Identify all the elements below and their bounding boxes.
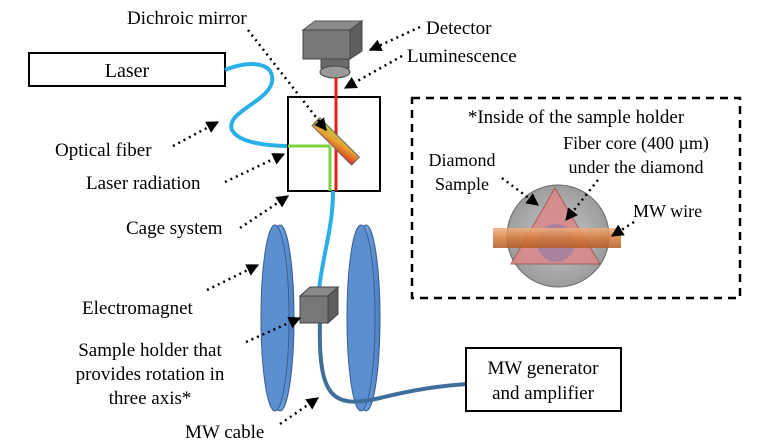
mw-generator-label-2: and amplifier — [492, 383, 594, 404]
luminescence-label: Luminescence — [407, 46, 517, 67]
electromagnet-label: Electromagnet — [82, 298, 194, 319]
laser-box — [28, 52, 226, 87]
mw-generator-box — [465, 347, 622, 412]
cage-system-label: Cage system — [126, 218, 223, 239]
sample-holder-label-3: three axis* — [109, 388, 192, 409]
laser-label: Laser — [105, 60, 150, 82]
optical-fiber — [224, 62, 289, 148]
laser-radiation-arrow — [224, 152, 286, 184]
cage-system-arrow — [239, 194, 290, 230]
detector — [301, 20, 364, 79]
electromagnet-left — [260, 224, 295, 412]
mw-cable — [317, 317, 469, 404]
fiber-core-label-2: under the diamond — [569, 157, 704, 177]
sample-holder-arrow — [245, 316, 302, 344]
diamond-sample-arrow — [501, 177, 539, 206]
optical-fiber-arrow — [172, 120, 220, 148]
sample-holder-label-1: Sample holder that — [78, 340, 222, 361]
mw-cable-label: MW cable — [185, 422, 264, 443]
detector-label: Detector — [426, 18, 492, 39]
fiber-core-label-1: Fiber core (400 µm) — [563, 133, 709, 154]
mw-wire-label: MW wire — [633, 201, 702, 221]
electromagnet-arrow — [206, 263, 260, 292]
diamond-sample-label-1: Diamond — [429, 150, 496, 170]
electromagnet-right — [346, 224, 381, 412]
fiber-to-sample — [316, 190, 335, 299]
mw-wire — [493, 228, 621, 248]
diamond-sample-label-2: Sample — [435, 174, 489, 194]
dichroic-mirror-label: Dichroic mirror — [127, 8, 247, 29]
inset-title: *Inside of the sample holder — [468, 107, 685, 128]
luminescence-arrow — [343, 54, 403, 90]
sample-holder-label-2: provides rotation in — [76, 364, 225, 385]
optical-fiber-label: Optical fiber — [55, 140, 152, 161]
fiber-core-arrow — [565, 179, 599, 221]
laser-radiation-label: Laser radiation — [86, 173, 201, 194]
sample-holder — [298, 285, 340, 325]
mw-wire-arrow — [610, 220, 635, 238]
mw-cable-arrow — [279, 396, 320, 426]
mw-generator-label-1: MW generator — [488, 358, 600, 379]
